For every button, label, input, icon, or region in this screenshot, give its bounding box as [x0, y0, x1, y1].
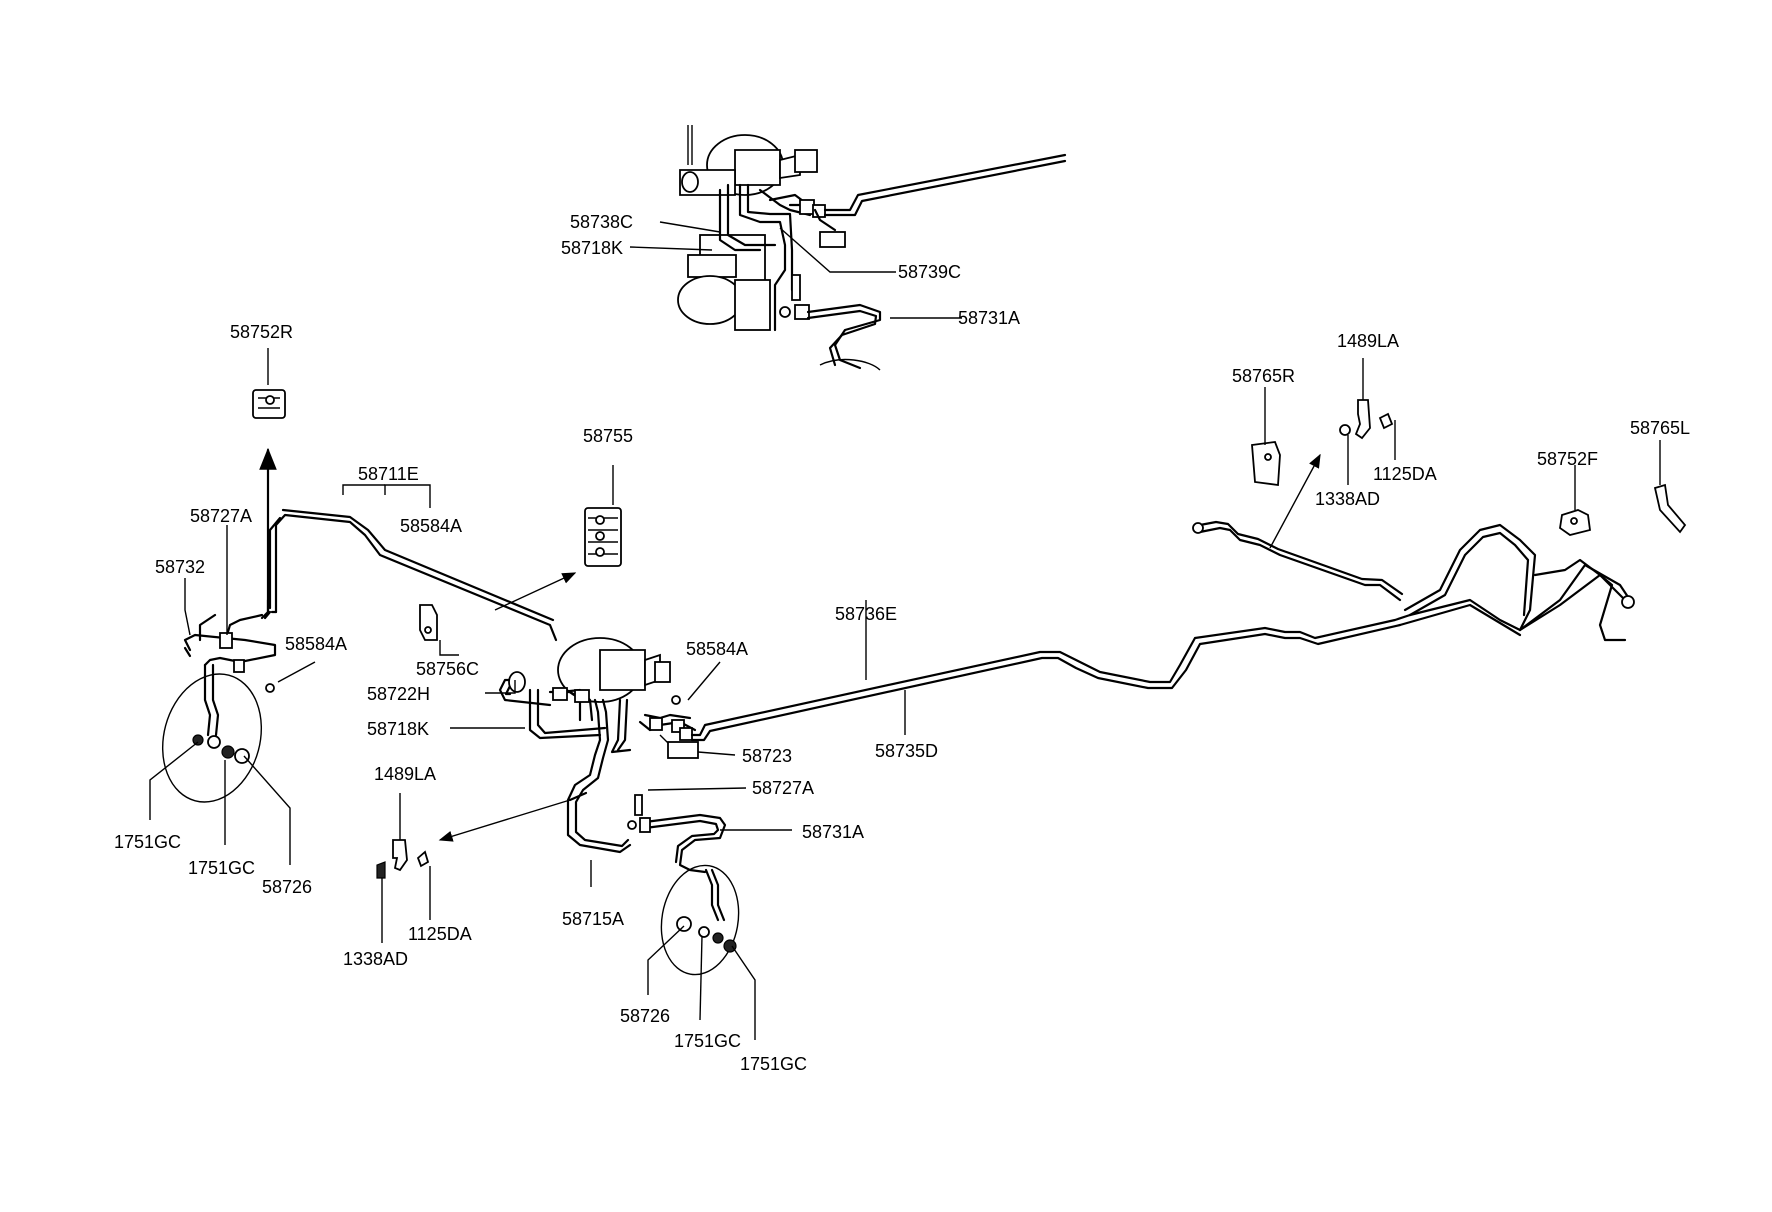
- label-1489LA-r: 1489LA: [1337, 331, 1399, 351]
- label-58765L: 58765L: [1630, 418, 1690, 438]
- part-58765R-bracket: [1251, 441, 1281, 487]
- arrow-to-rear-bracket: [1269, 453, 1321, 549]
- label-58718K-top: 58718K: [561, 238, 623, 258]
- label-58731A-mid: 58731A: [802, 822, 864, 842]
- label-58736E: 58736E: [835, 604, 897, 624]
- label-1125DA-mid: 1125DA: [408, 924, 472, 944]
- rear-brake-lines: [1192, 520, 1635, 642]
- part-58727A-mid-clip: [634, 794, 643, 816]
- part-58765L-bracket: [1653, 483, 1687, 534]
- label-58727A-left: 58727A: [190, 506, 252, 526]
- label-58584A-c: 58584A: [686, 639, 748, 659]
- part-58752R-clip: [252, 389, 286, 419]
- center-master-cylinder: [498, 613, 1412, 854]
- label-58752F: 58752F: [1537, 449, 1598, 469]
- label-1751GC-r1: 1751GC: [674, 1031, 741, 1051]
- label-58715A: 58715A: [562, 909, 624, 929]
- label-58727A-mid: 58727A: [752, 778, 814, 798]
- label-58732: 58732: [155, 557, 205, 577]
- left-front-brake-assembly: [161, 613, 277, 803]
- label-58755: 58755: [583, 426, 633, 446]
- line-to-58752R: [259, 447, 277, 620]
- label-58723: 58723: [742, 746, 792, 766]
- label-58584A-a: 58584A: [400, 516, 462, 536]
- label-1751GC-l1: 1751GC: [114, 832, 181, 852]
- center-bracket-assembly: [376, 839, 430, 879]
- label-58738C: 58738C: [570, 212, 633, 232]
- label-58752R: 58752R: [230, 322, 293, 342]
- label-58726-l: 58726: [262, 877, 312, 897]
- label-58711E: 58711E: [358, 464, 419, 484]
- label-58765R: 58765R: [1232, 366, 1295, 386]
- arrow-to-center-bracket: [438, 799, 571, 842]
- leader-lines: [149, 221, 1661, 1040]
- label-1125DA-r: 1125DA: [1373, 464, 1437, 484]
- label-58735D: 58735D: [875, 741, 938, 761]
- right-front-brake-assembly: [660, 864, 740, 976]
- label-58739C: 58739C: [898, 262, 961, 282]
- part-58756C-bracket: [419, 604, 438, 641]
- label-1751GC-l2: 1751GC: [188, 858, 255, 878]
- label-58718K-mid: 58718K: [367, 719, 429, 739]
- hose-58731A-mid: [643, 813, 727, 874]
- label-58731A-top: 58731A: [958, 308, 1020, 328]
- rear-bracket-cluster: [1339, 399, 1394, 440]
- part-labels: 58738C 58718K 58739C 58731A 58752R 58711…: [114, 212, 1690, 1074]
- label-58584A-b: 58584A: [285, 634, 347, 654]
- label-58726-r: 58726: [620, 1006, 670, 1026]
- arrow-to-58755: [494, 572, 577, 611]
- label-1338AD-r: 1338AD: [1315, 489, 1380, 509]
- top-inset-assembly: [677, 125, 1067, 371]
- label-1338AD-mid: 1338AD: [343, 949, 408, 969]
- label-1751GC-r2: 1751GC: [740, 1054, 807, 1074]
- label-1489LA-mid: 1489LA: [374, 764, 436, 784]
- part-58755-block: [584, 507, 622, 567]
- label-58756C: 58756C: [416, 659, 479, 679]
- label-58722H: 58722H: [367, 684, 430, 704]
